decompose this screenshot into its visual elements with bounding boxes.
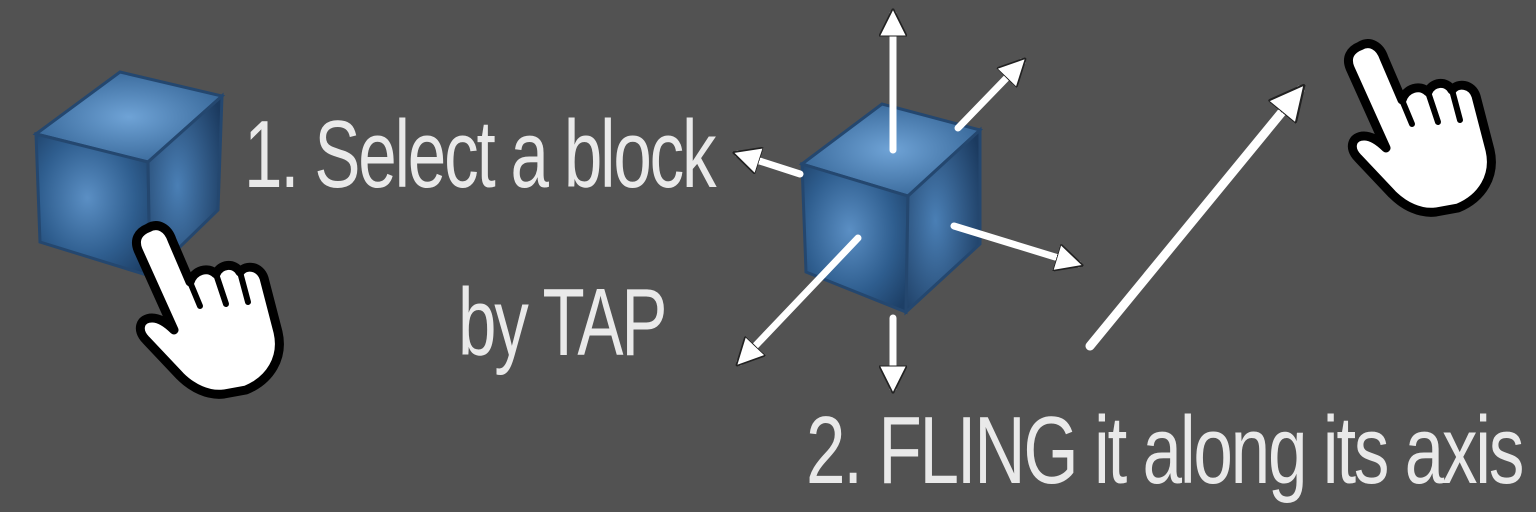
- arrow-icon: [738, 14, 1078, 388]
- pointing-hand-icon: [1343, 39, 1496, 217]
- step1-instruction: 1. Select a block: [244, 101, 717, 208]
- step2-instruction: 2. FLING it along its axis: [806, 397, 1524, 504]
- arrow-icon: [1085, 90, 1300, 351]
- step1-instruction-continued: by TAP: [458, 269, 667, 376]
- pointing-hand-icon: [131, 221, 284, 399]
- cube-icon: [32, 70, 226, 280]
